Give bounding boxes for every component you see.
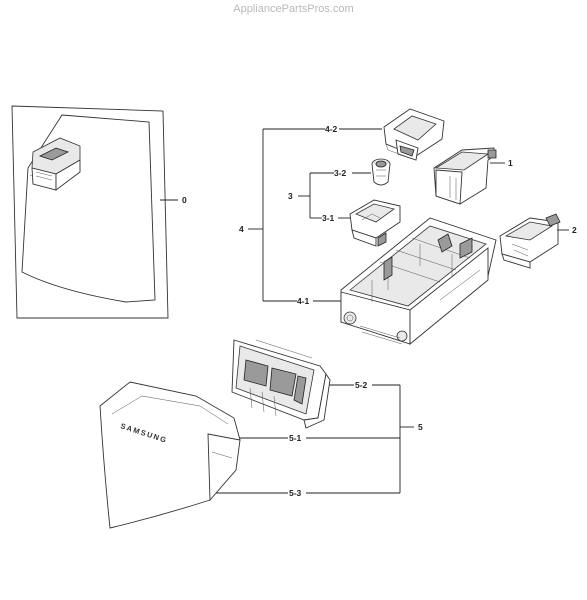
part-5-2-frame[interactable] (231, 339, 331, 429)
callout-3: 3 (288, 191, 293, 201)
part-5-3-cover[interactable] (99, 381, 241, 529)
part-3-1-tray[interactable] (349, 199, 401, 247)
callout-4: 4 (239, 224, 244, 234)
callout-5-2: 5-2 (355, 380, 368, 390)
part-0-door-assembly[interactable] (11, 105, 169, 319)
callout-5-1: 5-1 (289, 433, 302, 443)
part-4-1-housing[interactable] (340, 217, 497, 345)
callout-4-2: 4-2 (325, 124, 338, 134)
callout-5: 5 (418, 422, 423, 432)
callout-1: 1 (508, 158, 513, 168)
part-4-2-tray[interactable] (383, 108, 445, 161)
callout-4-1: 4-1 (297, 296, 310, 306)
bracket-3 (298, 172, 371, 219)
callout-0: 0 (182, 195, 187, 205)
part-1-bucket[interactable] (433, 147, 497, 205)
bracket-4 (248, 128, 382, 302)
callout-5-3: 5-3 (289, 488, 302, 498)
callout-3-1: 3-1 (322, 213, 335, 223)
callout-3-2: 3-2 (334, 168, 347, 178)
part-3-2-cap[interactable] (371, 158, 391, 186)
callout-2: 2 (572, 225, 577, 235)
site-watermark: AppliancePartsPros.com (233, 3, 354, 15)
part-2-side-tray[interactable] (499, 213, 561, 269)
